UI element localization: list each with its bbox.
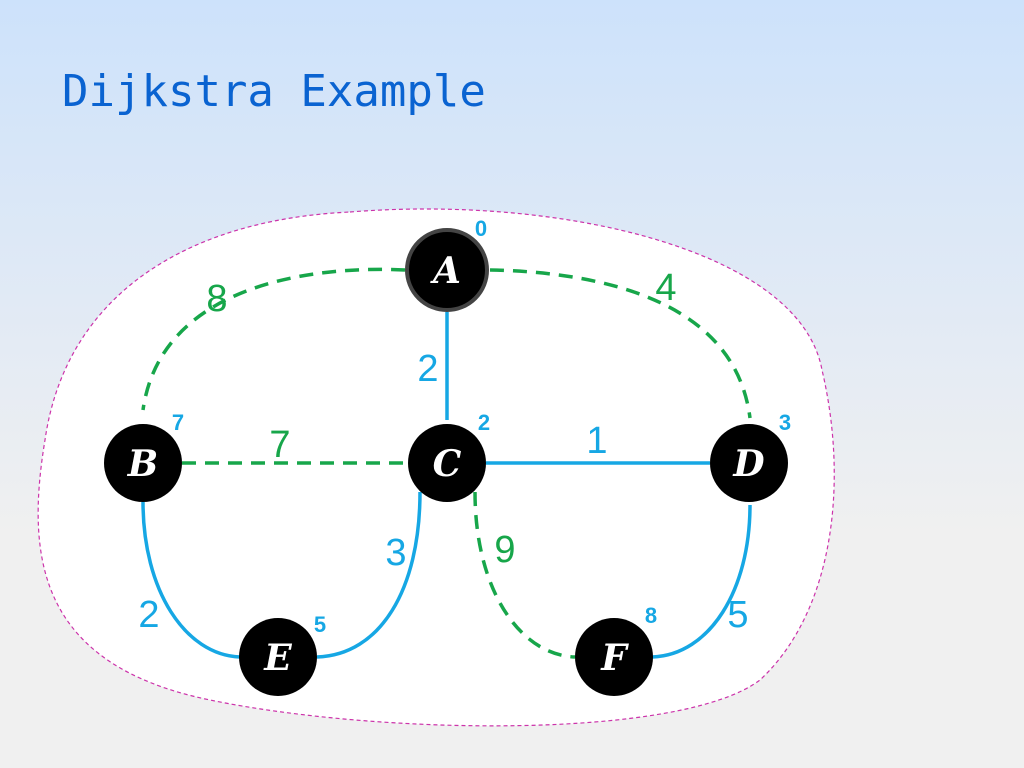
node-c: C: [408, 424, 486, 502]
edge-b-e: [141, 501, 241, 659]
weight-c-f: 9: [494, 529, 515, 571]
node-e-circle: [239, 618, 317, 696]
node-a-label: A: [430, 250, 461, 292]
node-b: B: [104, 424, 182, 502]
weight-c-d: 1: [586, 420, 607, 462]
node-b-label: B: [127, 443, 158, 485]
node-c-circle: [408, 424, 486, 502]
weight-a-b: 8: [206, 278, 227, 320]
weight-a-c: 2: [417, 348, 438, 390]
node-b-circle: [104, 424, 182, 502]
distance-a: 0: [475, 216, 487, 241]
weight-c-e: 3: [385, 532, 406, 574]
node-f-label: F: [600, 637, 629, 679]
node-c-label: C: [433, 443, 462, 485]
slide-title: Dijkstra Example: [62, 66, 486, 117]
edge-c-f: [473, 491, 576, 659]
edge-c-e: [316, 491, 422, 659]
node-a: A: [405, 228, 489, 312]
distance-f: 8: [645, 603, 657, 628]
weight-d-f: 5: [727, 594, 748, 636]
node-e-label: E: [263, 637, 292, 679]
distance-d: 3: [779, 410, 791, 435]
weight-b-c: 7: [269, 424, 290, 466]
edge-a-d: [489, 268, 752, 419]
weight-b-e: 2: [138, 594, 159, 636]
weight-a-d: 4: [655, 267, 676, 309]
distance-c: 2: [478, 410, 490, 435]
node-d: D: [710, 424, 788, 502]
node-d-label: D: [732, 443, 764, 485]
node-d-circle: [710, 424, 788, 502]
edge-d-f: [651, 504, 752, 659]
edge-a-b: [141, 267, 406, 411]
distance-e: 5: [314, 612, 326, 637]
node-a-circle: [405, 228, 489, 312]
node-f: F: [575, 618, 653, 696]
distance-b: 7: [172, 410, 184, 435]
node-e: E: [239, 618, 317, 696]
node-f-circle: [575, 618, 653, 696]
